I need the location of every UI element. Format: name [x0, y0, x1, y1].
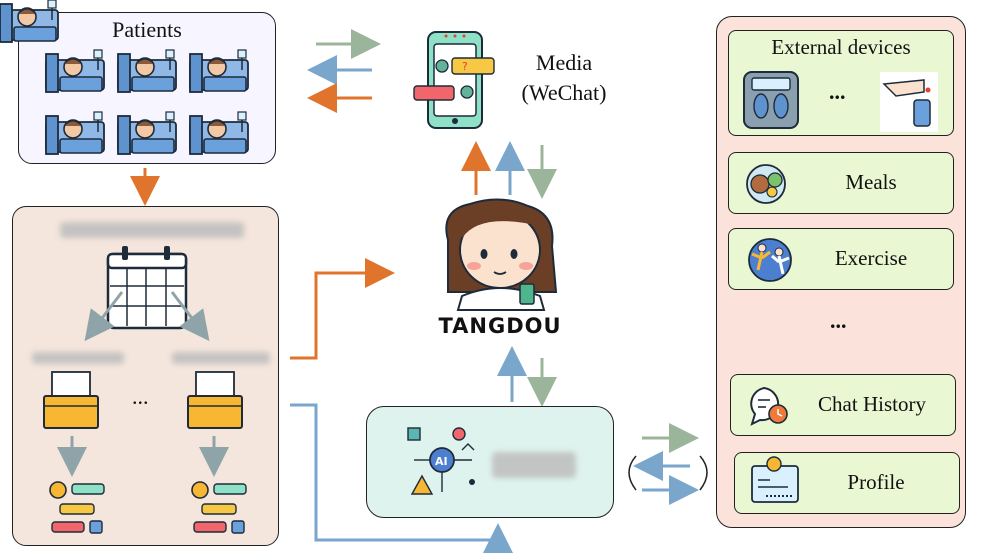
chat-history-card: Chat History	[730, 374, 956, 436]
arrow-plan-to-tangdou	[290, 258, 395, 360]
external-devices-ellipsis: ...	[829, 79, 846, 104]
redacted-left-subtitle	[32, 352, 124, 364]
svg-text:?: ?	[462, 60, 468, 73]
arrow-plan-to-ai	[290, 403, 513, 553]
media-label-line1: Media	[535, 50, 593, 75]
document-box-icon-right	[187, 371, 243, 429]
plan-ellipsis: ...	[132, 384, 149, 409]
workflow-icon-right	[191, 481, 247, 534]
patient-bed-icon	[0, 0, 59, 43]
redacted-plan-title	[60, 222, 244, 238]
document-box-icon-left	[43, 371, 99, 429]
redacted-right-subtitle	[172, 352, 270, 364]
media-label-line2: (WeChat)	[521, 80, 607, 105]
tangdou-name: TANGDOU	[438, 314, 562, 338]
glucose-meter-icon	[880, 72, 938, 132]
redacted-ai-label	[492, 452, 576, 478]
bracket-right	[699, 455, 708, 491]
scale-device-icon	[743, 71, 799, 129]
panel-ellipsis: ...	[830, 308, 847, 333]
exercise-label: Exercise	[834, 246, 908, 270]
profile-label: Profile	[847, 470, 905, 494]
patients-title: Patients	[112, 17, 182, 42]
external-devices-title: External devices	[771, 35, 911, 59]
calendar-icon	[106, 246, 188, 330]
chat-history-label: Chat History	[818, 392, 926, 416]
svg-text:AI: AI	[435, 455, 448, 468]
workflow-icon-left	[49, 481, 105, 534]
meals-label: Meals	[845, 170, 897, 194]
